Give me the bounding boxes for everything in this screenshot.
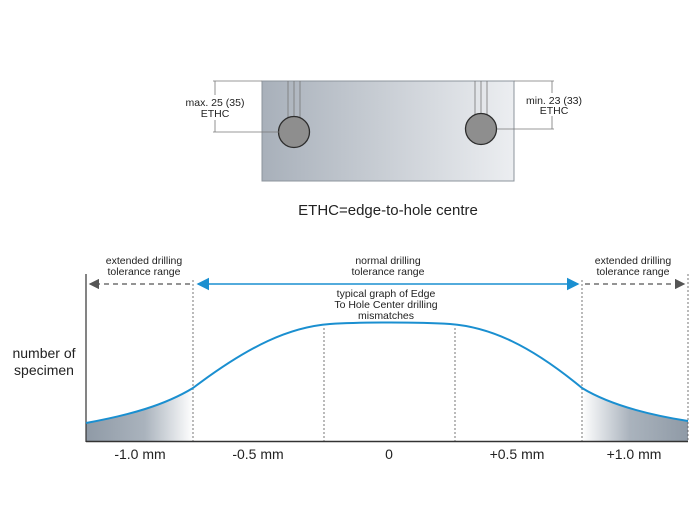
y-label-line1: number of bbox=[12, 345, 75, 361]
plate-caption: ETHC=edge-to-hole centre bbox=[298, 202, 478, 219]
tick-label: -0.5 mm bbox=[232, 446, 283, 462]
tick-label: +1.0 mm bbox=[607, 446, 662, 462]
right-range-line2: tolerance range bbox=[597, 266, 670, 278]
distribution-graph: extended drilling tolerance range normal… bbox=[12, 255, 689, 462]
plate-drawing: max. 25 (35) ETHC min. 23 (33) ETHC ETHC… bbox=[186, 80, 582, 219]
tick-label: 0 bbox=[385, 446, 393, 462]
right-range-line1: extended drilling bbox=[595, 255, 672, 267]
left-tail-fill bbox=[86, 388, 193, 441]
left-range-line1: extended drilling bbox=[106, 255, 183, 267]
left-hole bbox=[277, 115, 311, 149]
tick-label: -1.0 mm bbox=[114, 446, 165, 462]
right-hole bbox=[464, 112, 498, 146]
left-dim-line2: ETHC bbox=[201, 108, 230, 120]
curve-label-line3: mismatches bbox=[358, 310, 414, 322]
center-range-line1: normal drilling bbox=[355, 255, 421, 267]
y-label-line2: specimen bbox=[14, 362, 74, 378]
left-range-line2: tolerance range bbox=[108, 266, 181, 278]
right-dim-line2: ETHC bbox=[540, 105, 569, 117]
distribution-curve bbox=[85, 321, 689, 424]
curve-label-line2: To Hole Center drilling bbox=[334, 299, 437, 311]
left-dim-line1: max. 25 (35) bbox=[186, 97, 245, 109]
curve-label-line1: typical graph of Edge bbox=[337, 288, 436, 300]
center-range-line2: tolerance range bbox=[352, 266, 425, 278]
right-dim-line1: min. 23 (33) bbox=[526, 95, 582, 107]
tick-label: +0.5 mm bbox=[490, 446, 545, 462]
